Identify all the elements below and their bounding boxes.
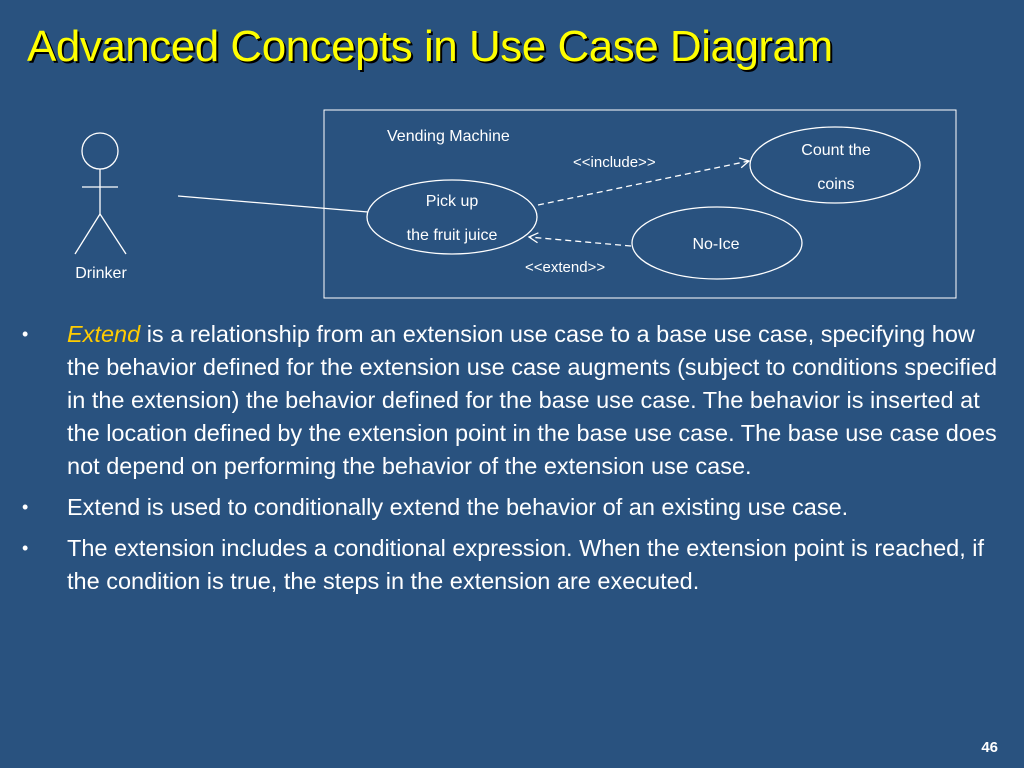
use-case-pick-up-line2: the fruit juice — [407, 227, 498, 244]
use-case-count-coins-line2: coins — [817, 176, 854, 193]
use-case-no-ice-label: No-Ice — [692, 236, 739, 253]
actor-right-leg — [99, 213, 127, 255]
use-case-pick-up — [366, 179, 538, 255]
bullet-list: • Extend is a relationship from an exten… — [22, 318, 1002, 606]
use-case-count-coins-line1: Count the — [801, 142, 870, 159]
slide-title: Advanced Concepts in Use Case Diagram — [27, 22, 833, 71]
bullet-text: The extension includes a conditional exp… — [67, 535, 985, 594]
system-boundary — [323, 109, 957, 299]
actor-head — [81, 132, 119, 170]
bullet-symbol: • — [22, 324, 29, 344]
bullet-text: Extend is used to conditionally extend t… — [67, 494, 849, 520]
bullet-item: • The extension includes a conditional e… — [22, 532, 1002, 598]
bullet-item: • Extend is used to conditionally extend… — [22, 491, 1002, 524]
use-case-pick-up-line1: Pick up — [426, 193, 479, 210]
use-case-no-ice — [631, 206, 803, 280]
extend-arrow — [527, 232, 632, 247]
association-line — [177, 195, 369, 213]
actor-left-leg — [74, 213, 101, 255]
actor-label: Drinker — [75, 265, 127, 282]
bullet-symbol: • — [22, 538, 29, 558]
bullet-emphasis: Extend — [67, 321, 141, 347]
extend-label: <<extend>> — [525, 259, 605, 276]
include-arrow — [537, 157, 751, 206]
bullet-item: • Extend is a relationship from an exten… — [22, 318, 1002, 483]
use-case-diagram: Vending Machine Drinker Pick up the frui… — [74, 109, 957, 299]
bullet-symbol: • — [22, 497, 29, 517]
bullet-text: is a relationship from an extension use … — [67, 321, 998, 479]
page-number: 46 — [981, 739, 998, 756]
actor-drinker — [74, 132, 127, 255]
system-boundary-label: Vending Machine — [387, 128, 510, 145]
include-label: <<include>> — [573, 154, 656, 171]
